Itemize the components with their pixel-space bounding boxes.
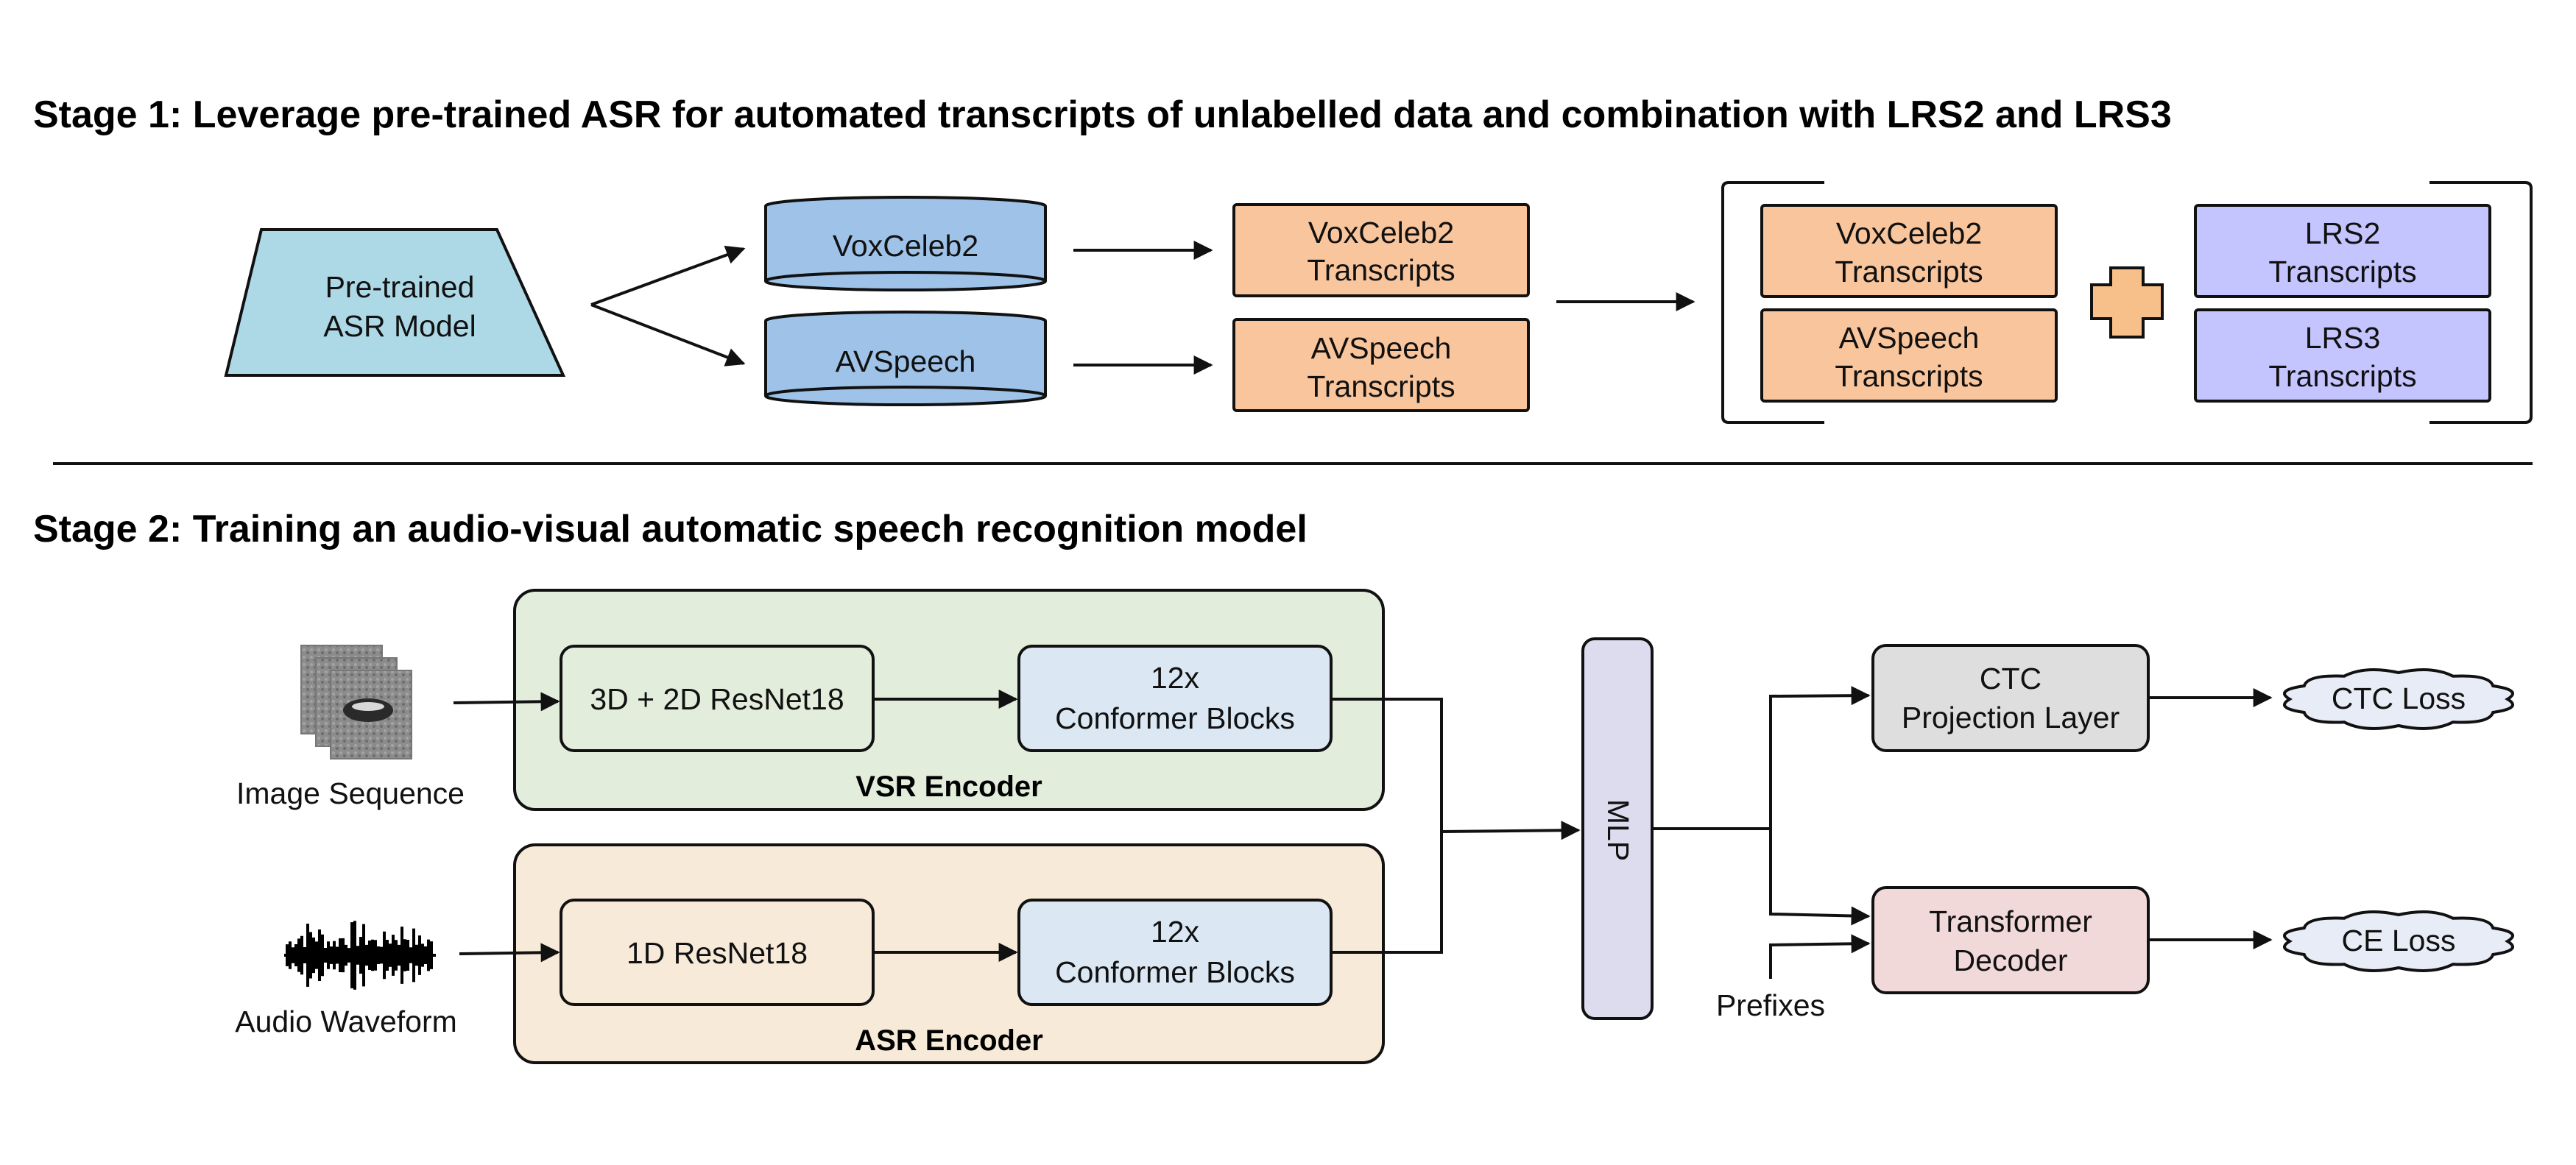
arrow-fusion-to-mlp <box>1441 821 1581 840</box>
voxceleb2-label: VoxCeleb2 <box>833 229 978 263</box>
vsr-conformer: 12x Conformer Blocks <box>1017 645 1333 752</box>
vsr-frontend: 3D + 2D ResNet18 <box>560 645 875 752</box>
lrs2-transcripts-line2: Transcripts <box>2268 255 2416 288</box>
arrow-to-decoder <box>1769 829 1871 926</box>
avspeech-transcripts-line1: AVSpeech <box>1311 331 1452 365</box>
combined-voxceleb2-box <box>1760 204 2058 298</box>
transformer-decoder-line2: Decoder <box>1954 943 2068 977</box>
bracket-right <box>2429 181 2533 424</box>
fusion-connector <box>1331 698 1443 954</box>
arrow-image-to-frontend <box>453 692 560 712</box>
bracket-left <box>1721 181 1824 424</box>
teeth-shape <box>352 702 384 711</box>
vsr-frontend-label: 3D + 2D ResNet18 <box>590 682 844 716</box>
arrow-audio-to-frontend <box>459 943 560 963</box>
voxceleb2-transcripts-box <box>1232 203 1530 297</box>
split-arrow-bottom <box>590 303 746 367</box>
ce-loss-cloud-shape <box>2283 910 2514 972</box>
voxceleb2-transcripts-line1: VoxCeleb2 <box>1308 216 1454 249</box>
ctc-loss-cloud-shape <box>2283 668 2514 730</box>
vsr-encoder-label: VSR Encoder <box>855 771 1042 803</box>
dataset-voxceleb2: VoxCeleb2 <box>764 196 1047 291</box>
pretrained-asr-model: Pre-trained ASR Model <box>224 228 566 377</box>
combined-avspeech-box <box>1760 308 2058 403</box>
ctc-projection-layer: CTC Projection Layer <box>1871 644 2150 752</box>
ce-loss-label: CE Loss <box>2342 924 2456 957</box>
lrs2-transcripts: LRS2 Transcripts <box>2194 204 2491 298</box>
avspeech-transcripts: AVSpeech Transcripts <box>1232 318 1530 412</box>
voxceleb2-transcripts: VoxCeleb2 Transcripts <box>1232 203 1530 297</box>
asr-conformer: 12x Conformer Blocks <box>1017 899 1333 1006</box>
asr-model-label-line2: ASR Model <box>323 309 476 343</box>
lrs2-transcripts-line1: LRS2 <box>2305 216 2381 250</box>
asr-frontend: 1D ResNet18 <box>560 899 875 1006</box>
lrs3-transcripts: LRS3 Transcripts <box>2194 308 2491 403</box>
stage1-title: Stage 1: Leverage pre-trained ASR for au… <box>33 93 2172 136</box>
asr-conformer-line1: 12x <box>1151 915 1200 949</box>
avspeech-transcripts-box <box>1232 318 1530 412</box>
stage2-title: Stage 2: Training an audio-visual automa… <box>33 508 1308 550</box>
asr-model-shape <box>224 228 566 377</box>
image-sequence-thumbnails <box>300 645 412 759</box>
split-arrow-top <box>590 245 746 306</box>
vsr-conformer-line2: Conformer Blocks <box>1055 701 1295 735</box>
asr-conformer-line2: Conformer Blocks <box>1055 955 1295 989</box>
avspeech-label: AVSpeech <box>836 344 976 378</box>
asr-model-label-line1: Pre-trained <box>325 270 475 304</box>
plus-icon <box>2090 266 2164 339</box>
ctc-projection-line2: Projection Layer <box>1902 701 2120 734</box>
combined-voxceleb2-transcripts: VoxCeleb2 Transcripts <box>1760 204 2058 298</box>
ctc-loss-cloud: CTC Loss <box>2283 668 2514 730</box>
transformer-decoder-line1: Transformer <box>1929 904 2092 938</box>
audio-waveform-icon <box>284 921 436 990</box>
asr-frontend-label: 1D ResNet18 <box>627 936 808 970</box>
arrow-to-ctc-layer <box>1769 686 1871 913</box>
vsr-conformer-line1: 12x <box>1151 661 1200 695</box>
avspeech-transcripts-line2: Transcripts <box>1307 369 1455 403</box>
arrow-prefixes-to-decoder <box>1769 934 1871 979</box>
mlp-label: MLP <box>1601 799 1635 861</box>
prefixes-label: Prefixes <box>1716 988 1825 1022</box>
image-sequence-label: Image Sequence <box>236 776 465 810</box>
transformer-decoder: Transformer Decoder <box>1871 886 2150 994</box>
lrs3-transcripts-line1: LRS3 <box>2305 321 2381 355</box>
combined-avspeech-transcripts: AVSpeech Transcripts <box>1760 308 2058 403</box>
voxceleb2-transcripts-line2: Transcripts <box>1307 253 1455 287</box>
combined-voxceleb2-line1: VoxCeleb2 <box>1836 216 1982 250</box>
lrs3-transcripts-line2: Transcripts <box>2268 359 2416 393</box>
lrs3-transcripts-box <box>2194 308 2491 403</box>
avspeech-cylinder-rim <box>764 386 1047 397</box>
combined-avspeech-line1: AVSpeech <box>1839 321 1980 355</box>
lrs2-transcripts-box <box>2194 204 2491 298</box>
ce-loss-cloud: CE Loss <box>2283 910 2514 972</box>
combined-voxceleb2-line2: Transcripts <box>1835 255 1983 288</box>
combined-avspeech-line2: Transcripts <box>1835 359 1983 393</box>
ctc-projection-line1: CTC <box>1980 662 2042 695</box>
voxceleb2-cylinder-rim <box>764 271 1047 282</box>
dataset-avspeech: AVSpeech <box>764 311 1047 406</box>
asr-encoder-label: ASR Encoder <box>855 1024 1043 1057</box>
audio-waveform-label: Audio Waveform <box>235 1005 457 1038</box>
mlp-block: MLP <box>1581 637 1654 1020</box>
ctc-loss-label: CTC Loss <box>2332 681 2466 715</box>
